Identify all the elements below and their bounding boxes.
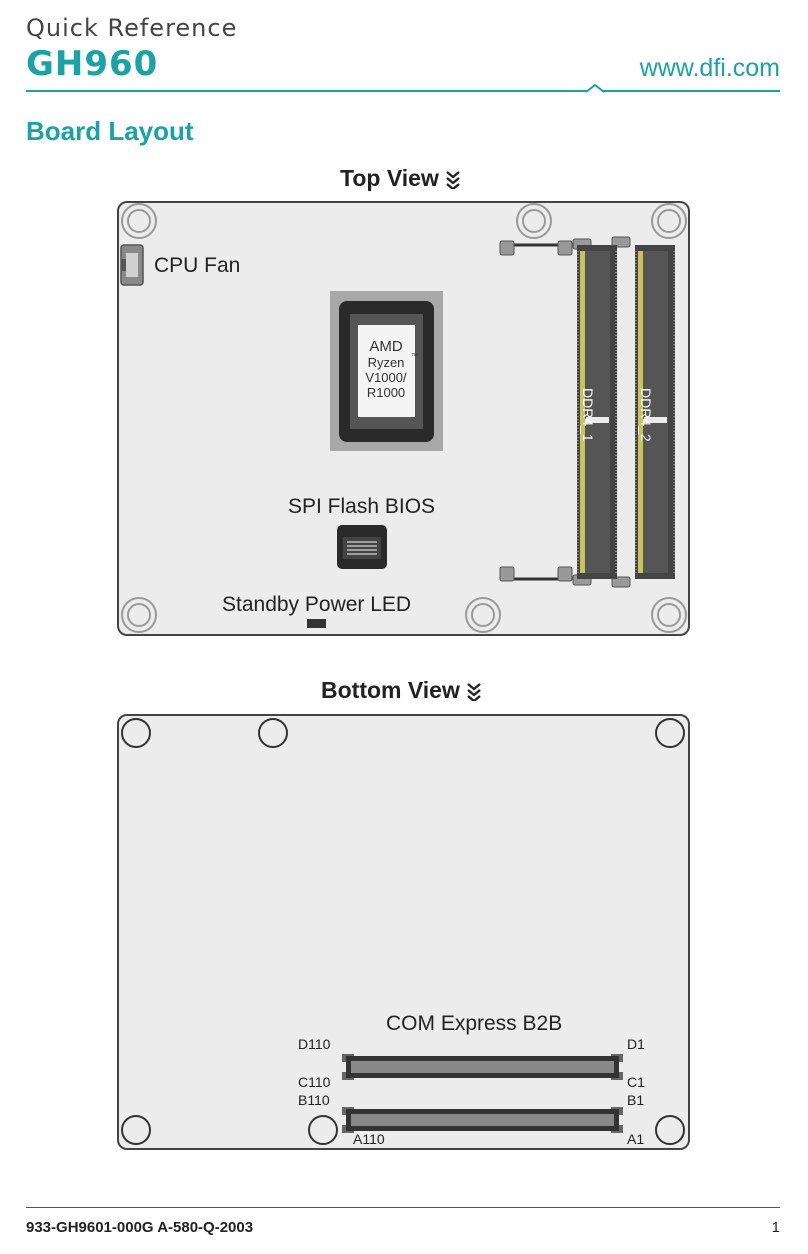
mounting-hole-br	[651, 597, 687, 633]
bottom-hole-tm	[258, 718, 288, 748]
bottom-board-drawing	[121, 718, 685, 1145]
com-express-connector-ab	[342, 1107, 623, 1133]
cpu-line3: R1000	[366, 385, 406, 400]
cpu-fan-label: CPU Fan	[154, 254, 241, 277]
cpu-trademark: ™	[411, 353, 418, 360]
pin-d1: D1	[627, 1036, 645, 1052]
pin-c1: C1	[627, 1074, 645, 1090]
top-board-drawing	[120, 203, 687, 633]
pin-b110: B110	[298, 1092, 330, 1108]
cpu-line1-text: Ryzen	[367, 355, 405, 370]
bottom-hole-br	[655, 1115, 685, 1145]
cpu-brand: AMD	[369, 338, 403, 355]
cpu-line2: V1000/	[365, 370, 407, 385]
mounting-hole-tm	[516, 203, 552, 239]
top-view-title-text: Top View	[340, 165, 439, 191]
dimm-slot-2	[635, 245, 675, 579]
pin-b1: B1	[627, 1092, 645, 1108]
pin-a110: A110	[353, 1131, 385, 1147]
dimm1-label: DDR4_1	[580, 388, 596, 442]
top-view-title: Top View	[340, 165, 461, 192]
bottom-hole-bm	[308, 1115, 338, 1145]
pin-d110: D110	[298, 1036, 331, 1052]
footer-divider	[26, 1207, 780, 1208]
dimm-rails	[512, 243, 572, 581]
spi-flash-chip	[337, 525, 387, 569]
pin-c110: C110	[298, 1074, 331, 1090]
dimm2-label: DDR4_2	[638, 388, 654, 442]
chevron-down-icon	[467, 682, 481, 701]
dimm-slot-1	[577, 245, 617, 579]
standby-led-label: Standby Power LED	[222, 593, 412, 616]
pin-a1: A1	[627, 1131, 645, 1147]
mounting-hole-bl	[121, 597, 157, 633]
spi-flash-label: SPI Flash BIOS	[288, 495, 436, 518]
cpu-package	[330, 291, 443, 451]
cpu-label: AMD Ryzen ™ V1000/ R1000	[358, 338, 418, 400]
com-express-connector-cd	[342, 1054, 623, 1080]
standby-led	[307, 619, 326, 628]
page-number: 1	[771, 1219, 780, 1236]
chevron-down-icon	[446, 170, 460, 189]
mounting-hole-bm	[465, 597, 501, 633]
quick-reference-subtitle: Quick Reference	[26, 14, 238, 42]
header-divider-notch	[586, 84, 604, 93]
bottom-hole-tr	[655, 718, 685, 748]
website-link[interactable]: www.dfi.com	[639, 54, 780, 82]
header-divider	[26, 90, 780, 92]
bottom-view-title: Bottom View	[321, 677, 482, 704]
com-express-label: COM Express B2B	[386, 1012, 563, 1035]
model-title: GH960	[26, 44, 159, 84]
cpu-fan-connector	[120, 244, 144, 286]
section-title: Board Layout	[26, 116, 194, 146]
document-code: 933-GH9601-000G A-580-Q-2003	[26, 1219, 254, 1236]
mounting-hole-tl	[121, 203, 157, 239]
bottom-view-title-text: Bottom View	[321, 677, 460, 703]
bottom-hole-bl	[121, 1115, 151, 1145]
bottom-hole-tl	[121, 718, 151, 748]
cpu-line1: Ryzen ™	[358, 353, 418, 370]
mounting-hole-tr	[651, 203, 687, 239]
